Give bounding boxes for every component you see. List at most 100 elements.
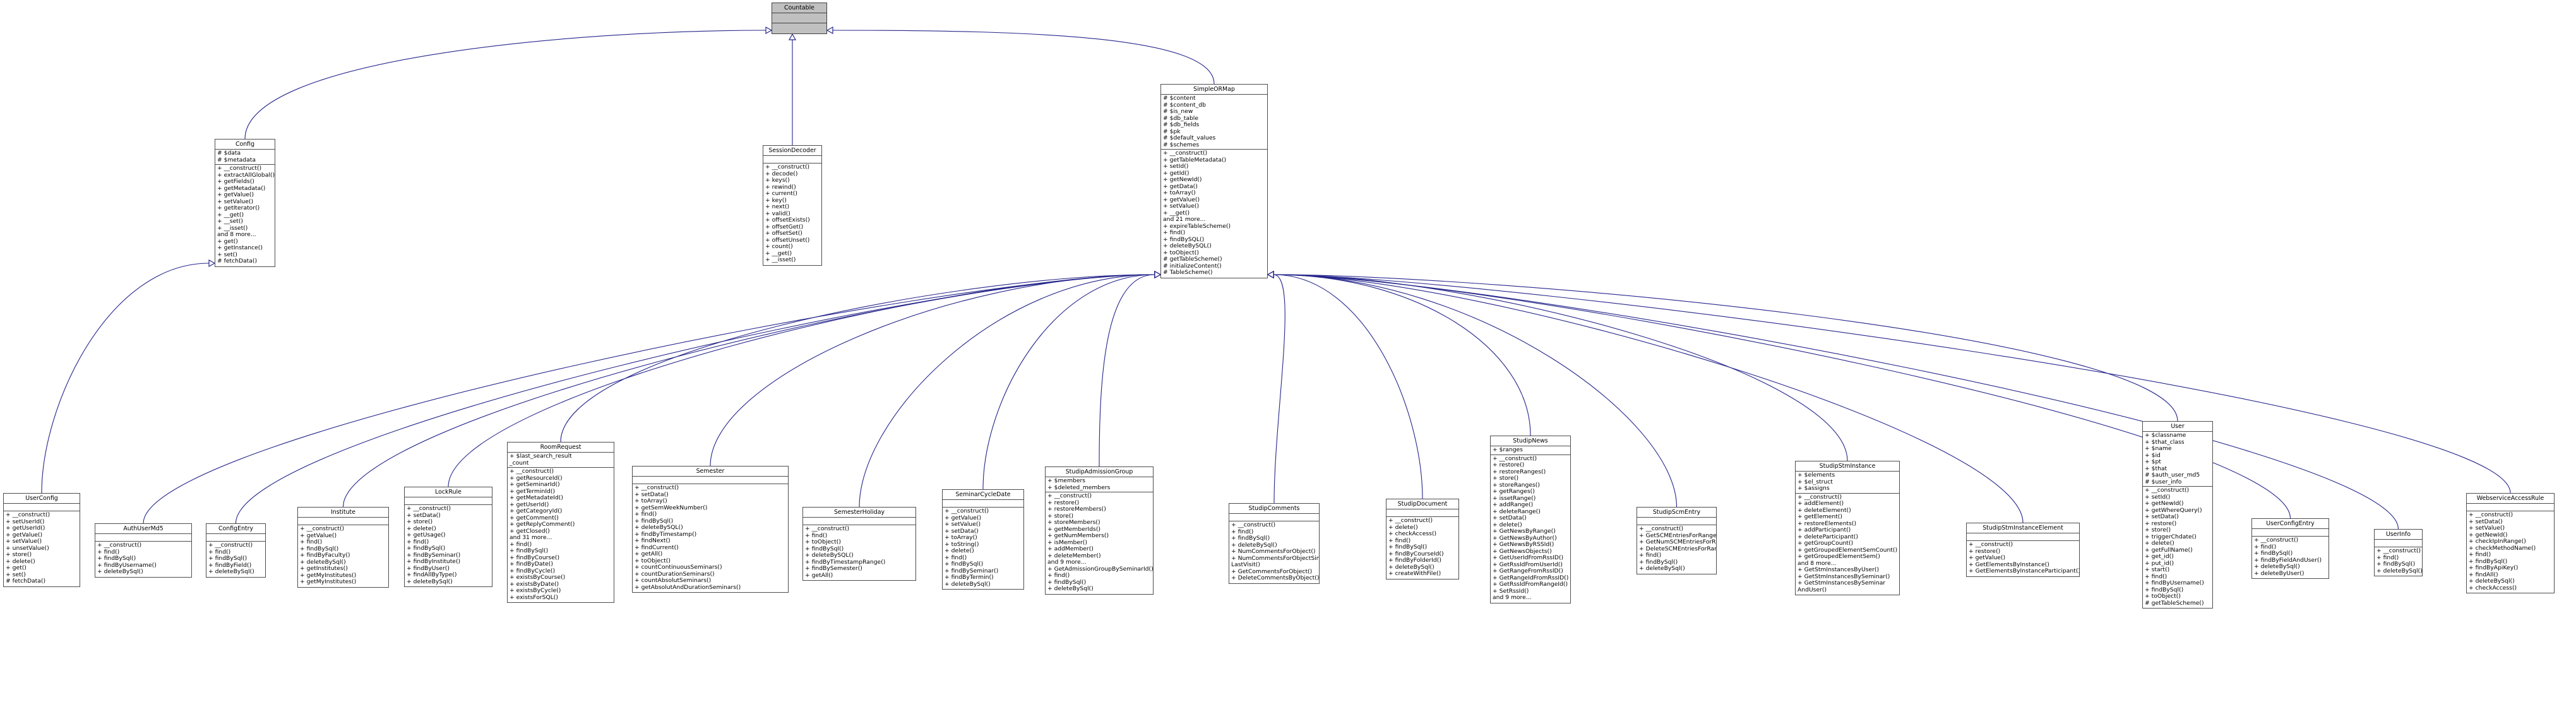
operation-row: + getNewId() [1163,176,1202,183]
operation-row: + __get() [765,249,792,257]
class-operations: + __construct()+ setId()+ getNewId()+ ge… [2143,487,2212,608]
operation-row: + toArray() [1163,189,1196,196]
operation-row: + GetNewsByRange() [1493,528,1556,535]
class-attributes [1386,509,1458,517]
operation-row: + delete() [407,525,436,532]
attribute-row: + $assigns [1798,485,1830,492]
class-node-authusermd5[interactable]: AuthUserMd5+ __construct()+ find()+ find… [95,523,192,578]
operation-row: + getSeminarId() [510,481,560,488]
class-node-simpleormap[interactable]: SimpleORMap# $content# $content_db# $is_… [1160,84,1268,278]
class-node-lockrule[interactable]: LockRule+ __construct()+ setData()+ stor… [404,487,492,587]
operation-row: + SetRssId() [1493,587,1529,595]
operation-row: + findAll() [2469,571,2498,578]
operation-row: + find() [208,548,231,556]
class-node-studipdocument[interactable]: StudipDocument+ __construct()+ delete()+… [1386,499,1459,579]
inheritance-edge [982,274,1155,490]
operation-row: + find() [407,538,429,545]
operation-row: + getGroupedElementSem() [1798,553,1880,560]
class-node-userconfig[interactable]: UserConfig+ __construct()+ setUserId()+ … [3,493,80,587]
class-operations: + __construct()+ setUserId()+ getUserId(… [4,511,80,586]
inheritance-edge [1099,274,1155,467]
operation-row: + getFullName() [2145,546,2193,554]
class-node-user[interactable]: User+ $classname+ $that_class+ $name+ $i… [2142,421,2213,609]
class-node-studipadmissiongroup[interactable]: StudipAdmissionGroup+ $members+ $deleted… [1045,466,1154,595]
operation-row: + start() [2145,566,2170,573]
class-node-semester[interactable]: Semester+ __construct()+ setData()+ toAr… [632,466,789,593]
operation-row: + isMember() [1047,538,1087,546]
class-node-configentry[interactable]: ConfigEntry+ __construct()+ find()+ find… [206,523,266,578]
operation-row: + find() [945,554,967,561]
class-operations: + __construct()+ restore()+ getValue()+ … [1967,541,2079,576]
class-name: Config [215,140,275,150]
class-attributes: + $elements+ $el_struct+ $assigns [1796,472,1899,494]
attribute-row: + $pt [2145,458,2161,465]
operation-row: + __construct() [407,505,451,512]
attribute-row: # $pk [1163,128,1181,135]
class-node-sessiondecoder[interactable]: SessionDecoder+ __construct()+ decode()+… [763,145,822,266]
class-node-semesterholiday[interactable]: SemesterHoliday+ __construct()+ find()+ … [802,507,916,581]
class-node-studipcomments[interactable]: StudipComments+ __construct()+ find()+ f… [1229,503,1320,584]
generalization-arrowhead [1267,270,1274,279]
class-node-studipstminstanceelement[interactable]: StudipStmInstanceElement+ __construct()+… [1966,523,2080,577]
operation-row: AndUser() [1798,586,1827,593]
class-node-studipscmentry[interactable]: StudipScmEntry+ __construct()+ GetSCMEnt… [1637,507,1717,574]
operation-row: + store() [1493,475,1519,482]
operation-row: + findByTermin() [945,574,994,581]
operation-row: + findBySql() [407,545,446,552]
operation-row: + GetNewsByRSSId() [1493,541,1554,548]
operation-row: + getNumMembers() [1047,532,1109,539]
operation-row: + setId() [1163,163,1189,170]
class-node-studipnews[interactable]: StudipNews+ $ranges+ __construct()+ rest… [1490,436,1571,603]
operation-row: + deleteBySQL() [635,524,683,531]
operation-row: + __get() [217,211,244,218]
generalization-arrowhead [1154,270,1162,279]
class-node-userconfigentry[interactable]: UserConfigEntry+ __construct()+ find()+ … [2251,518,2329,579]
operation-row: + find() [805,532,828,539]
operation-row: + GetElementsByInstanceParticipant() [1969,567,2080,574]
operation-row: + getInstitutes() [300,565,348,572]
class-node-webserviceaccessrule[interactable]: WebserviceAccessRule+ __construct()+ set… [2466,493,2555,593]
operation-row: + store() [2145,526,2171,533]
class-node-seminarcycledate[interactable]: SeminarCycleDate+ __construct()+ getValu… [942,489,1024,590]
generalization-arrowhead [1267,270,1274,279]
inheritance-edge [244,30,766,140]
operation-row: + deleteMember() [1047,552,1101,559]
class-operations: + __construct()+ find()+ findBySql()+ de… [2375,547,2422,576]
inheritance-edge [1273,274,1423,499]
operation-row: + deleteParticipant() [1798,533,1858,540]
attribute-row: + $name [2145,445,2172,452]
class-name: UserInfo [2375,530,2422,540]
operation-row: + deleteBySql() [2469,578,2515,585]
operation-row: # TableScheme() [1163,269,1213,276]
operation-row: LastVisit() [1231,561,1260,568]
class-node-countable[interactable]: Countable [772,3,827,34]
operation-row: + deleteBySql() [1639,565,1685,572]
operation-row: + findBySql() [635,517,674,525]
class-node-studipstminstance[interactable]: StudipStmInstance+ $elements+ $el_struct… [1795,461,1900,595]
operation-row: + get() [6,564,27,571]
attribute-row: + $ranges [1493,446,1523,453]
inheritance-edge [1273,274,1531,436]
operation-row: + offsetUnset() [765,236,810,244]
operation-row: + find() [97,548,120,556]
class-node-userinfo[interactable]: UserInfo + __construct()+ find()+ findByS… [2374,529,2423,576]
operation-row: and 9 more... [1493,594,1532,601]
operation-row: and 9 more... [1047,559,1087,566]
class-node-config[interactable]: Config# $data# $metadata+ __construct()+… [215,139,275,267]
operation-row: + __construct() [805,525,850,532]
class-attributes: + $ranges [1491,446,1570,455]
operation-row: + deleteBySql() [97,568,143,575]
operation-row: + unsetValue() [6,544,49,552]
class-node-roomrequest[interactable]: RoomRequest+ $last_search_result_count+ … [507,442,614,603]
operation-row: + find() [1047,572,1070,579]
operation-row: + set() [6,571,26,578]
class-attributes [2375,540,2422,547]
class-operations: + __construct()+ getResourceId()+ getSem… [508,468,614,602]
class-node-institute[interactable]: Institute+ __construct()+ getValue()+ fi… [297,507,389,588]
operation-row: + __construct() [6,511,51,518]
class-operations: + __construct()+ restore()+ restoreRange… [1491,455,1570,603]
operation-row: + getAll() [805,571,833,579]
operation-row: + findBySql() [300,545,339,552]
